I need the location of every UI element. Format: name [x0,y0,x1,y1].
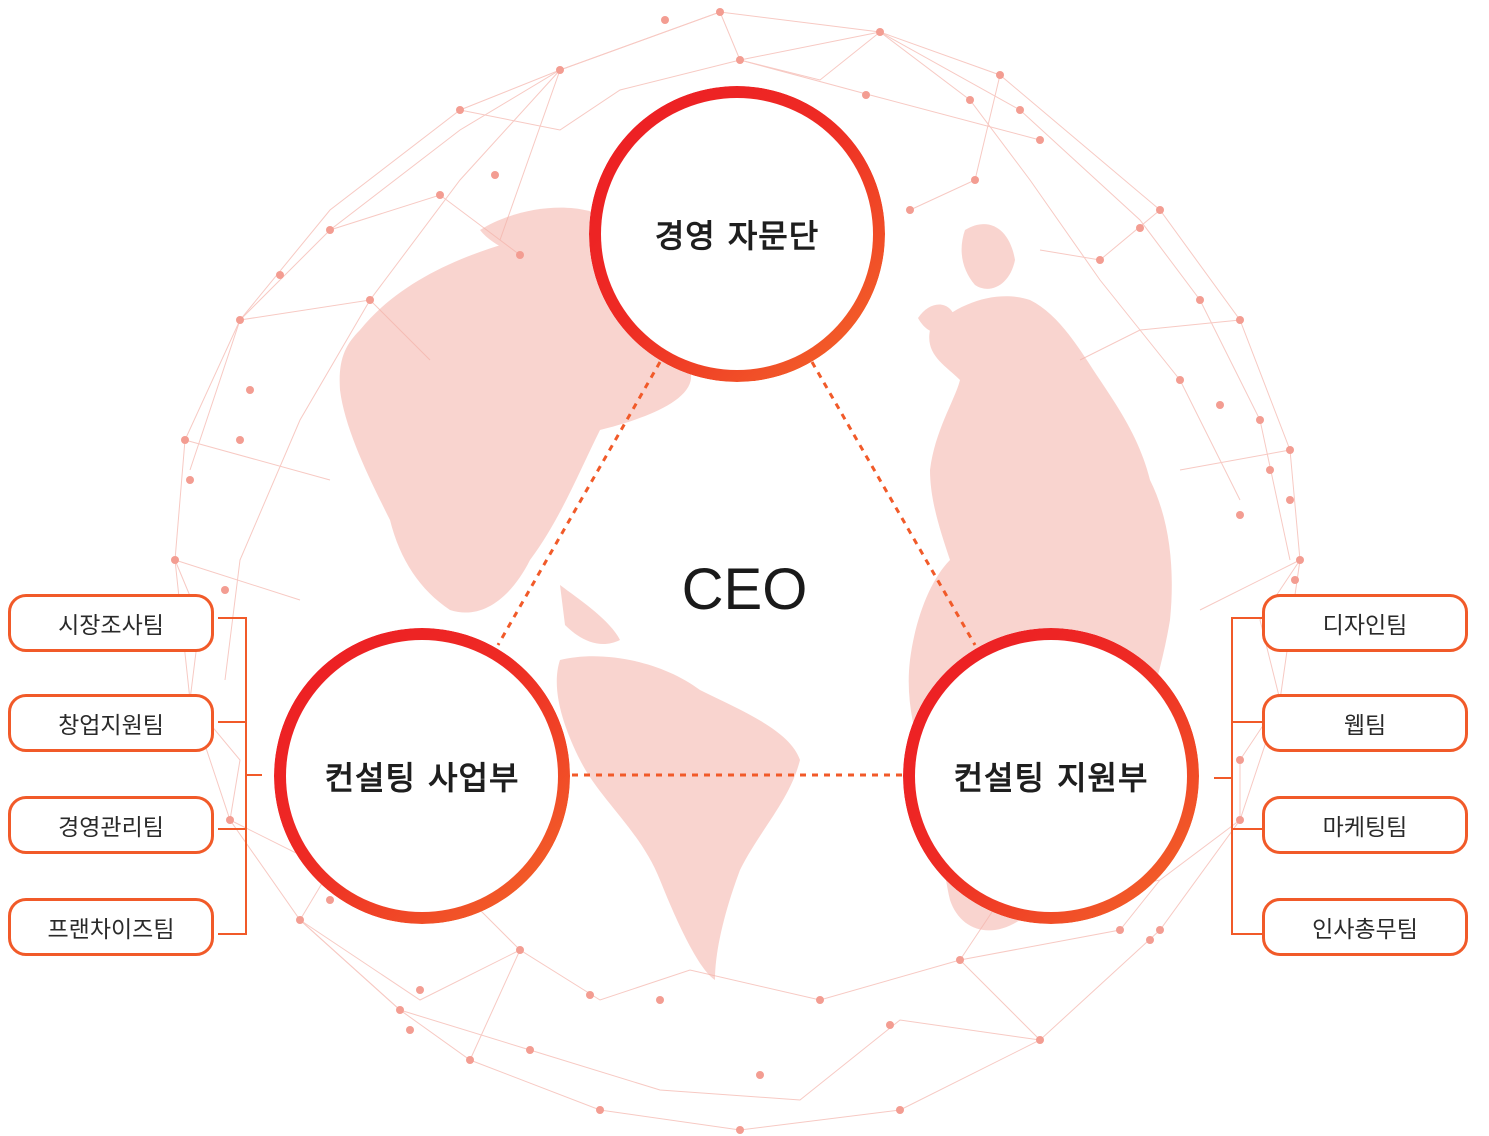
advisory-circle: 경영 자문단 [589,86,885,382]
team-box: 인사총무팀 [1262,898,1468,956]
business-division-label: 컨설팅 사업부 [324,759,520,797]
team-box: 창업지원팀 [8,694,214,752]
support-division-circle: 컨설팅 지원부 [903,628,1199,924]
team-box: 마케팅팀 [1262,796,1468,854]
ceo-label: CEO [681,557,808,622]
team-box: 웹팀 [1262,694,1468,752]
advisory-label: 경영 자문단 [654,217,820,255]
team-box: 경영관리팀 [8,796,214,854]
network-nodes [171,8,1304,1134]
team-box: 프랜차이즈팀 [8,898,214,956]
support-division-label: 컨설팅 지원부 [953,759,1149,797]
business-division-circle: 컨설팅 사업부 [274,628,570,924]
team-box: 디자인팀 [1262,594,1468,652]
team-brackets [218,617,1262,935]
team-box: 시장조사팀 [8,594,214,652]
